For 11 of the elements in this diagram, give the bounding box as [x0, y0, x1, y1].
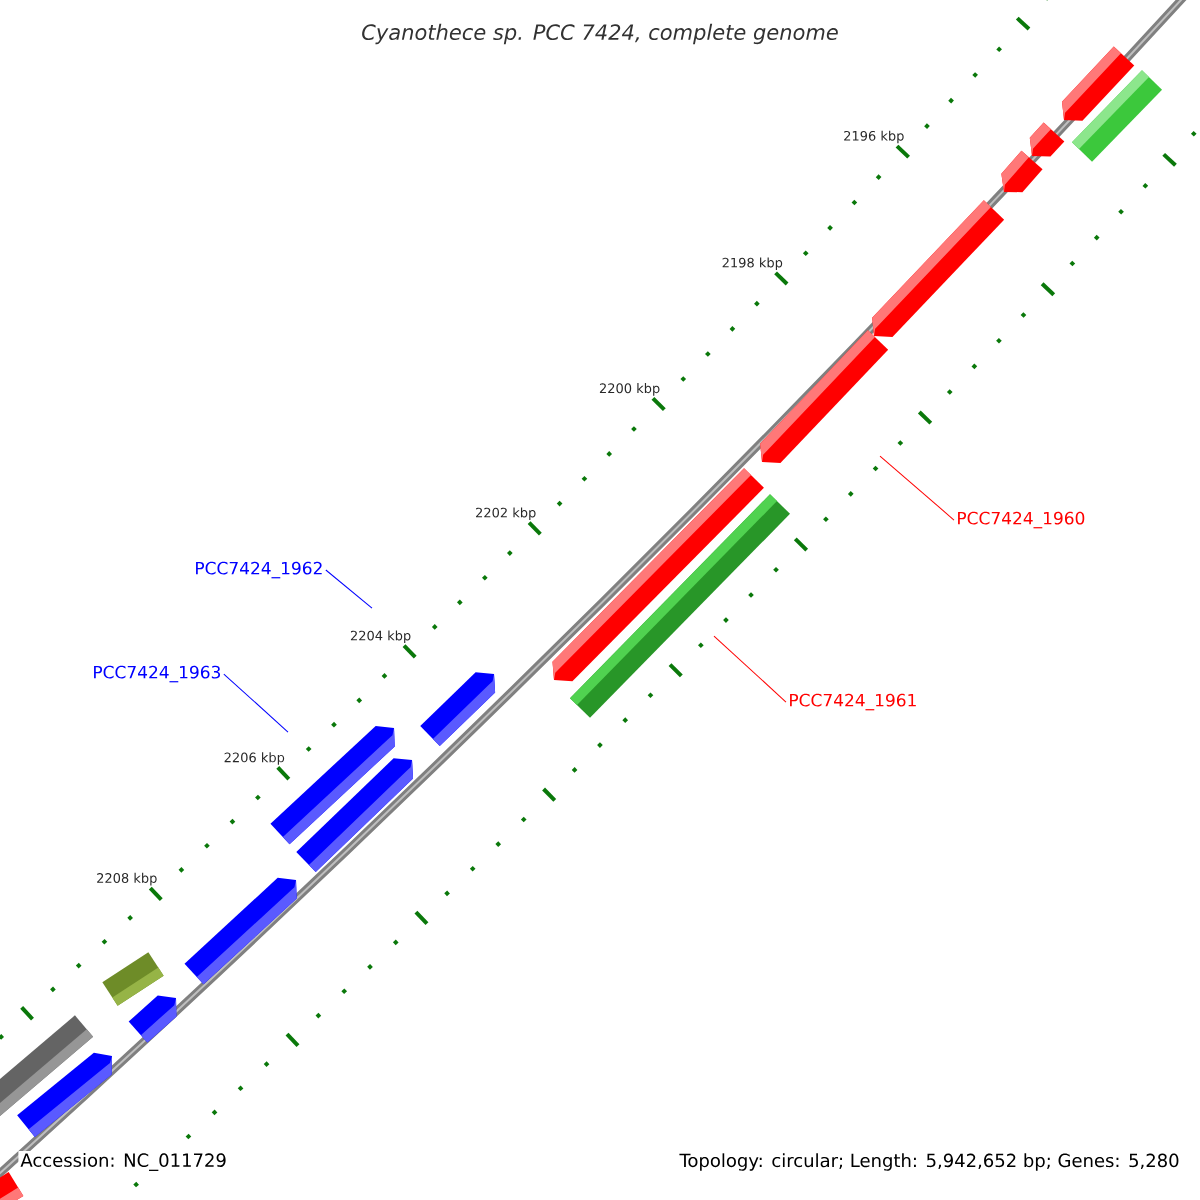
gene-label: PCC7424_1962	[196, 561, 322, 579]
summary-text: Topology: circular; Length: 5,942,652 bp; Genes: 5,280	[677, 1151, 1182, 1173]
gene-label: PCC7424_1963	[94, 665, 220, 683]
leader-line	[223, 673, 289, 733]
gene-label: PCC7424_1960	[958, 511, 1085, 529]
gene-label: PCC7424_1961	[790, 693, 916, 711]
accession-text: Accession: NC_011729	[18, 1151, 229, 1173]
leader-line	[713, 635, 787, 703]
leader-line	[879, 455, 955, 521]
title: Cyanothece sp. PCC 7424, complete genome	[362, 23, 838, 45]
leader-line	[325, 569, 373, 609]
